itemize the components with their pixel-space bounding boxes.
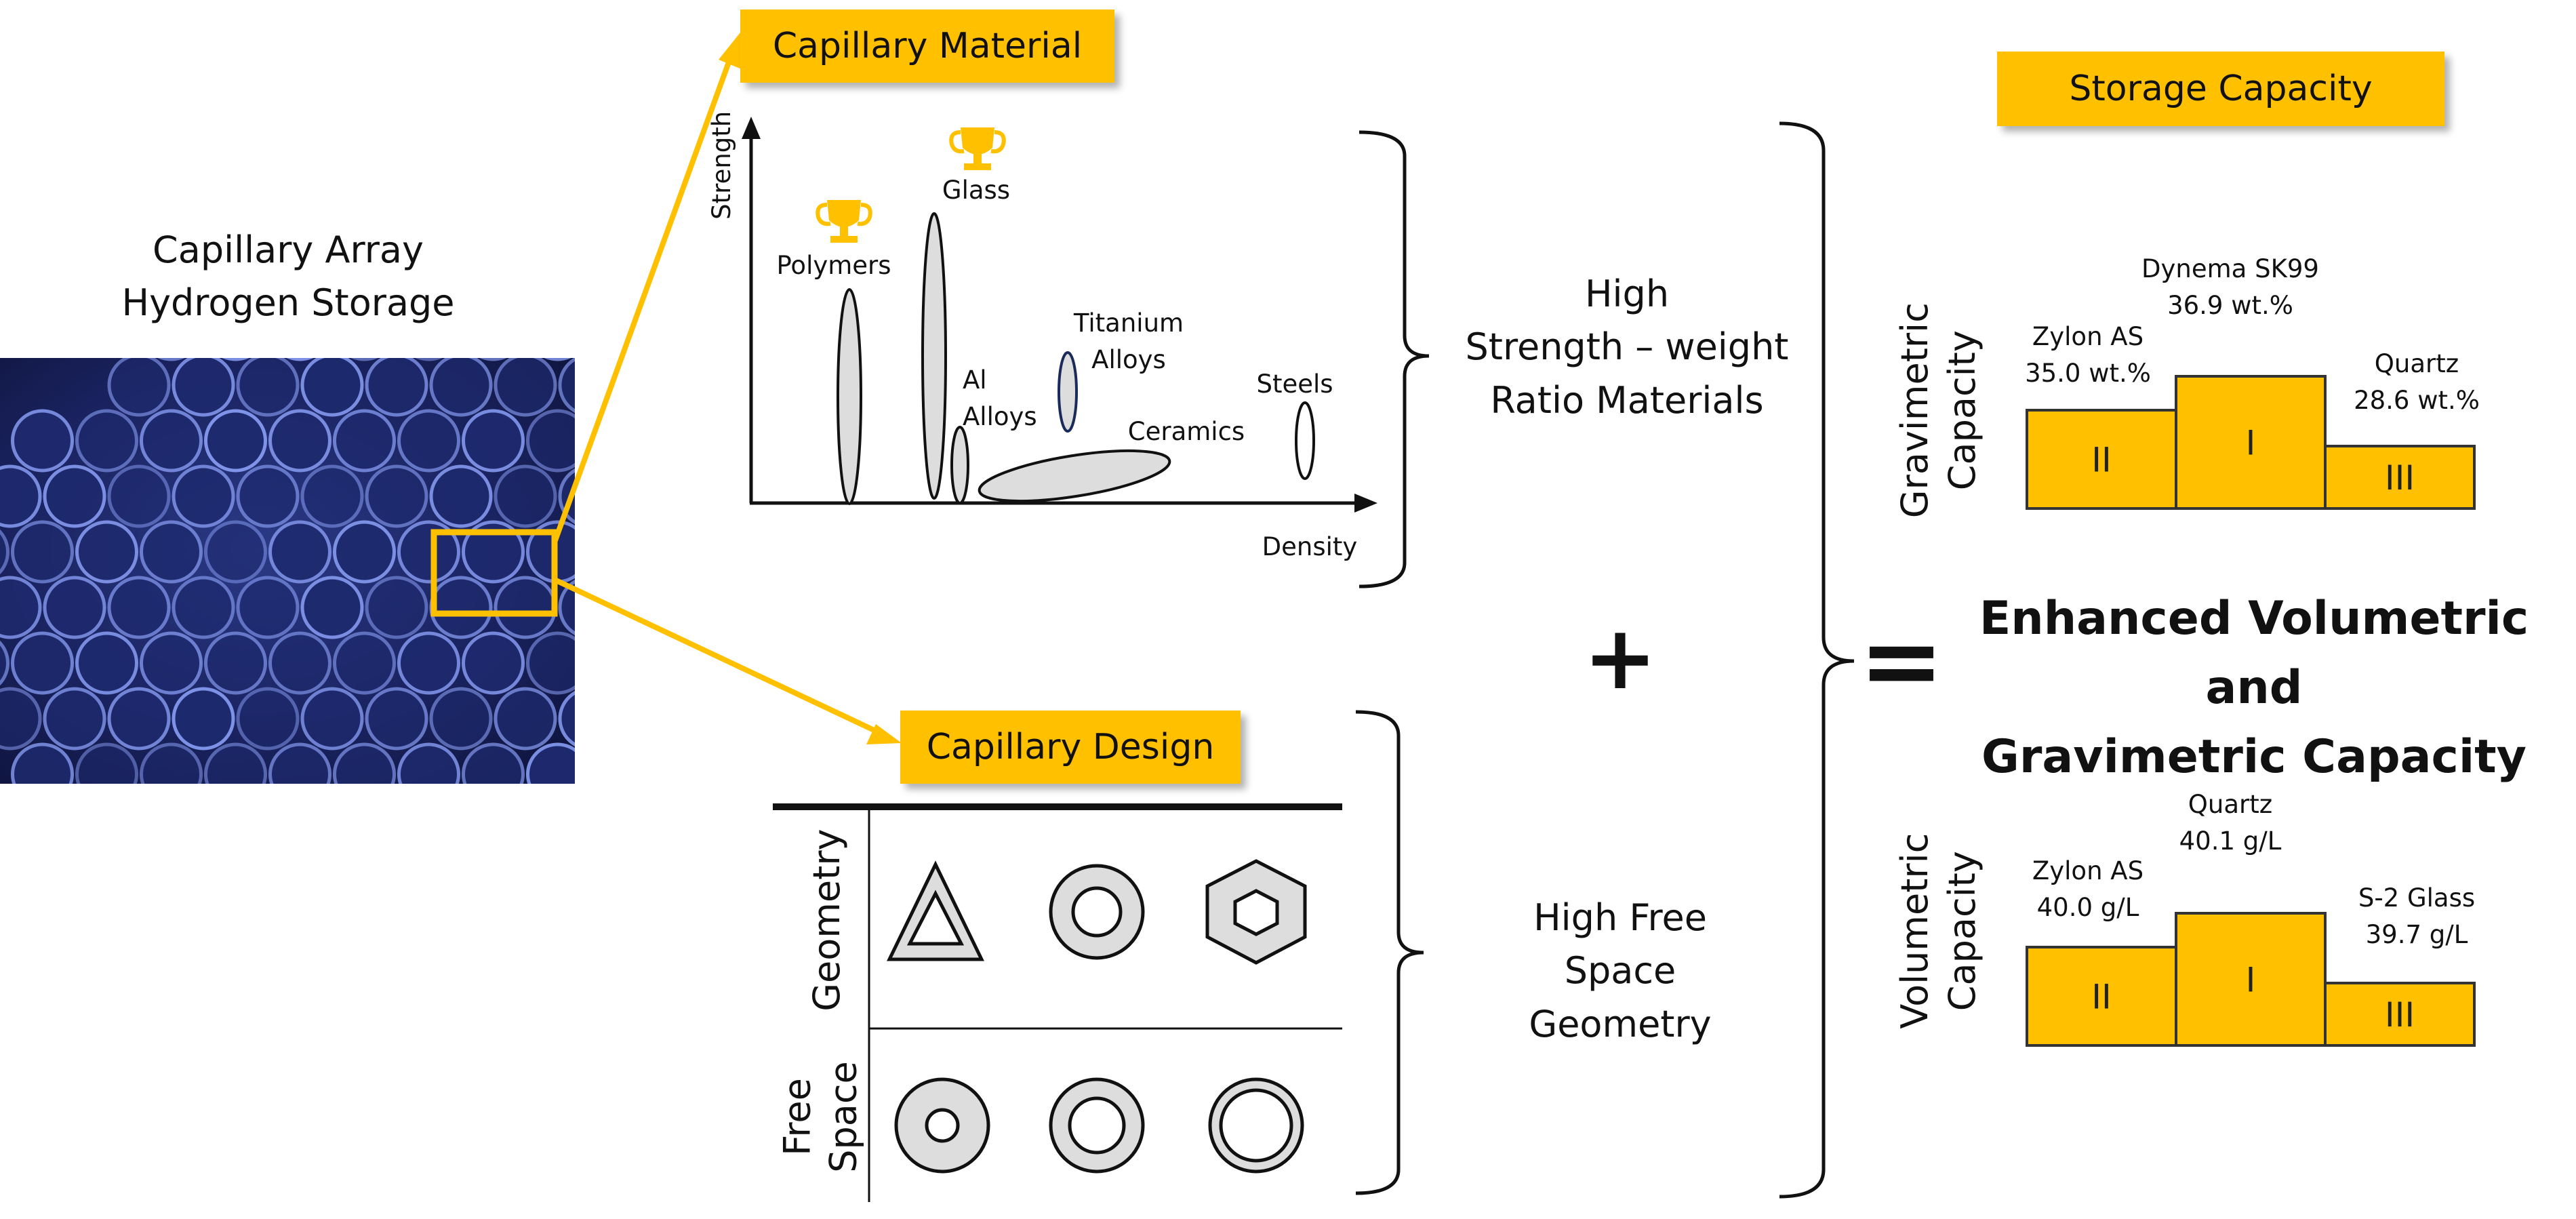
volumetric-bar-rank-3: III <box>2385 995 2415 1035</box>
material-result: High Strength – weight Ratio Materials <box>1444 268 1810 427</box>
outcome-line2: Gravimetric Capacity <box>1932 723 2576 792</box>
density-axis-arrow <box>1354 494 1377 513</box>
grav-bar-name-zylon: Zylon AS <box>1993 319 2183 355</box>
steels-ellipse <box>1296 403 1314 479</box>
gravimetric-axis-label: Gravimetric Capacity <box>1891 275 1986 546</box>
geometry-row-label: Geometry <box>801 818 853 1022</box>
plus-operator: + <box>1566 614 1674 702</box>
al-alloys-label-line2: Alloys <box>963 399 1044 435</box>
grav-bar-value-dynema: 36.9 wt.% <box>2135 287 2325 324</box>
grav-bar-label-zylon: Zylon AS 35.0 wt.% <box>1993 319 2183 391</box>
design-result: High Free Space Geometry <box>1457 892 1783 1051</box>
thin-wall-circle-inner <box>1221 1090 1291 1161</box>
gravimetric-bar-rank-2: I <box>2246 424 2256 463</box>
grav-bar-value-zylon: 35.0 wt.% <box>1993 355 2183 392</box>
density-axis-label: Density <box>1249 529 1371 565</box>
grav-bar-label-quartz: Quartz 28.6 wt.% <box>2318 346 2515 418</box>
al-alloys-ellipse <box>952 427 968 503</box>
titanium-alloys-label-line1: Titanium <box>1061 305 1196 342</box>
free-space-row-label: Free Space <box>775 1016 866 1219</box>
material-result-line2: Strength – weight <box>1444 321 1810 374</box>
polymers-ellipse <box>838 289 861 504</box>
zoom-highlight-box <box>434 532 555 614</box>
trophy-icon-polymers <box>818 200 870 243</box>
polymers-label: Polymers <box>766 247 902 284</box>
design-brace <box>1356 712 1424 1193</box>
gravimetric-bar-rank-1: II <box>2091 441 2112 480</box>
trophy-icon-glass <box>951 127 1004 170</box>
design-result-line3: Geometry <box>1457 998 1783 1051</box>
vol-bar-label-s2glass: S-2 Glass 39.7 g/L <box>2318 880 2515 953</box>
arrow-to-design <box>555 580 881 734</box>
material-result-line1: High <box>1444 268 1810 321</box>
grav-bar-label-dynema: Dynema SK99 36.9 wt.% <box>2135 251 2325 323</box>
grav-bar-name-dynema: Dynema SK99 <box>2135 251 2325 287</box>
titanium-alloys-label: Titanium Alloys <box>1061 305 1196 378</box>
gravimetric-bar-rank-3: III <box>2385 458 2415 498</box>
medium-wall-circle-inner <box>1070 1098 1124 1153</box>
vol-bar-label-zylon: Zylon AS 40.0 g/L <box>1993 853 2183 925</box>
volumetric-bar-rank-1: II <box>2091 978 2112 1017</box>
grav-bar-value-quartz: 28.6 wt.% <box>2318 382 2515 419</box>
circle-shape-inner <box>1073 888 1121 936</box>
gravimetric-axis-line2: Capacity <box>1939 275 1986 546</box>
ceramics-ellipse <box>976 441 1173 511</box>
capillary-material-label: Capillary Material <box>740 9 1114 83</box>
thick-wall-circle-inner <box>927 1110 958 1141</box>
capillary-design-label: Capillary Design <box>900 711 1241 784</box>
gravimetric-axis-line1: Gravimetric <box>1891 275 1939 546</box>
al-alloys-label: Al Alloys <box>963 362 1044 435</box>
vol-bar-name-quartz: Quartz <box>2135 786 2325 823</box>
free-space-row-label-line2: Space <box>820 1016 866 1219</box>
volumetric-bar-rank-2: I <box>2246 961 2256 1000</box>
arrow-to-material-head <box>719 33 742 69</box>
hexagon-shape-inner <box>1235 891 1277 934</box>
volumetric-axis-label: Volumetric Capacity <box>1891 795 1986 1066</box>
material-brace <box>1359 132 1429 586</box>
vol-bar-value-quartz: 40.1 g/L <box>2135 823 2325 860</box>
vol-bar-value-s2glass: 39.7 g/L <box>2318 917 2515 953</box>
strength-axis-label: Strength <box>704 159 740 220</box>
vol-bar-label-quartz: Quartz 40.1 g/L <box>2135 786 2325 859</box>
outcome-line1: Enhanced Volumetric and <box>1932 584 2576 723</box>
grav-bar-name-quartz: Quartz <box>2318 346 2515 382</box>
outcome-text: Enhanced Volumetric and Gravimetric Capa… <box>1932 584 2576 792</box>
vol-bar-name-s2glass: S-2 Glass <box>2318 880 2515 917</box>
titanium-alloys-label-line2: Alloys <box>1061 342 1196 378</box>
steels-label: Steels <box>1247 366 1342 403</box>
design-result-line1: High Free <box>1457 892 1783 944</box>
volumetric-axis-line2: Capacity <box>1939 795 1986 1066</box>
storage-capacity-label: Storage Capacity <box>1997 52 2444 126</box>
al-alloys-label-line1: Al <box>963 362 1044 399</box>
material-result-line3: Ratio Materials <box>1444 374 1810 427</box>
glass-label: Glass <box>929 172 1024 209</box>
arrow-to-material <box>555 53 732 542</box>
design-result-line2: Space <box>1457 944 1783 997</box>
free-space-row-label-line1: Free <box>775 1016 821 1219</box>
ceramics-label: Ceramics <box>1119 414 1254 450</box>
glass-ellipse <box>923 214 946 498</box>
strength-axis-arrow <box>742 117 761 139</box>
volumetric-axis-line1: Volumetric <box>1891 795 1939 1066</box>
vol-bar-value-zylon: 40.0 g/L <box>1993 890 2183 926</box>
